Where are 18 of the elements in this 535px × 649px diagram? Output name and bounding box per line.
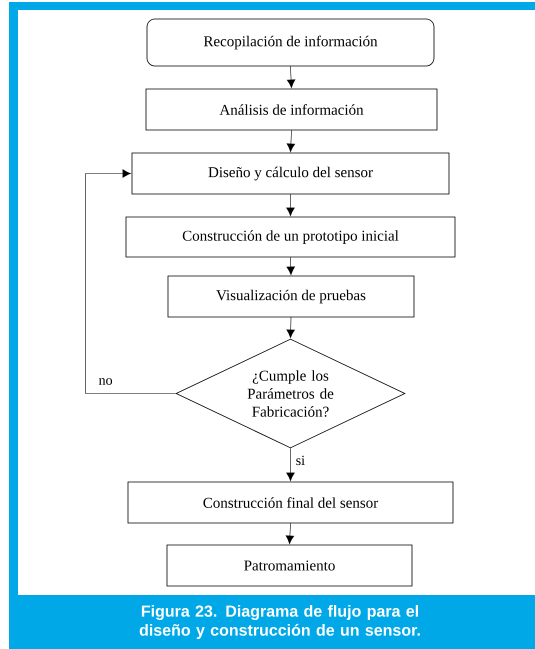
process-box: Diseño y cálculo del sensor (132, 152, 450, 194)
start-box: Recopilación de información (146, 18, 434, 66)
process-box: Patromamiento (166, 544, 412, 586)
arrow (286, 194, 295, 216)
process-box: Visualización de pruebas (168, 276, 414, 318)
arrow (85, 169, 176, 394)
arrow (286, 448, 295, 481)
edge-label: no (98, 377, 114, 386)
caption: Figura 23. Diagrama de flujo para el diseño y construcción de un sensor. (140, 605, 420, 639)
arrow (286, 317, 295, 338)
arrow (286, 130, 296, 152)
process-box: Construcción final del sensor (128, 482, 454, 524)
process-box: Análisis de información (146, 88, 438, 130)
arrow (286, 66, 296, 88)
process-box: Construcción de un prototipo inicial (126, 216, 456, 258)
edge-label: si (294, 454, 306, 466)
arrow (286, 523, 294, 544)
arrow (286, 257, 295, 275)
